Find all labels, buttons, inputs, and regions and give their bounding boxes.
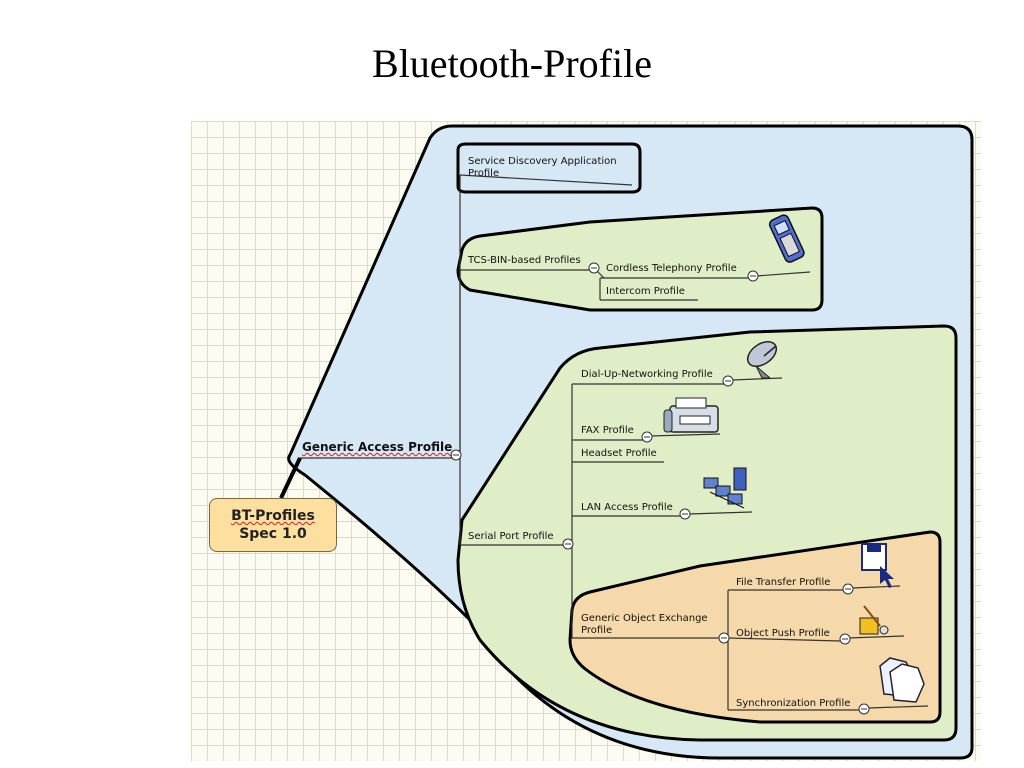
root-node[interactable]: BT-Profiles Spec 1.0 (209, 498, 337, 552)
collapse-toggles[interactable] (450, 262, 870, 715)
node-goep-line2[interactable]: Profile (581, 625, 613, 636)
lan-computers-icon (703, 467, 747, 509)
node-goep-line1[interactable]: Generic Object Exchange (581, 613, 708, 624)
node-intercom[interactable]: Intercom Profile (606, 286, 685, 297)
object-push-icon (859, 605, 889, 635)
node-object-push[interactable]: Object Push Profile (736, 628, 830, 639)
root-label-line2: Spec 1.0 (239, 526, 307, 542)
toggle-minus-signs (453, 267, 867, 710)
satellite-dish-icon (746, 340, 778, 379)
fax-icon (663, 397, 719, 433)
tcs-region (456, 206, 824, 312)
node-sdap-line2[interactable]: Profile (468, 168, 500, 179)
slide-title: Bluetooth-Profile (372, 41, 652, 86)
node-serial-port[interactable]: Serial Port Profile (468, 531, 554, 542)
folders-icon (879, 657, 925, 703)
node-tcs-bin[interactable]: TCS-BIN-based Profiles (468, 255, 581, 266)
node-sdap-line1[interactable]: Service Discovery Application (468, 156, 617, 167)
phone-icon (768, 214, 805, 263)
node-lan-access[interactable]: LAN Access Profile (581, 502, 673, 513)
node-headset[interactable]: Headset Profile (581, 448, 657, 459)
node-synchronization[interactable]: Synchronization Profile (736, 698, 851, 709)
sdap-region (456, 142, 642, 194)
connector-lines (279, 174, 929, 711)
goep-region (568, 530, 942, 724)
node-dial-up-networking[interactable]: Dial-Up-Networking Profile (581, 369, 713, 380)
node-file-transfer[interactable]: File Transfer Profile (736, 577, 831, 588)
root-label-line1: BT-Profiles (231, 508, 315, 524)
floppy-disk-icon (861, 543, 894, 588)
node-generic-access-profile[interactable]: Generic Access Profile (302, 440, 453, 454)
node-cordless-telephony[interactable]: Cordless Telephony Profile (606, 263, 737, 274)
node-fax[interactable]: FAX Profile (581, 425, 634, 436)
